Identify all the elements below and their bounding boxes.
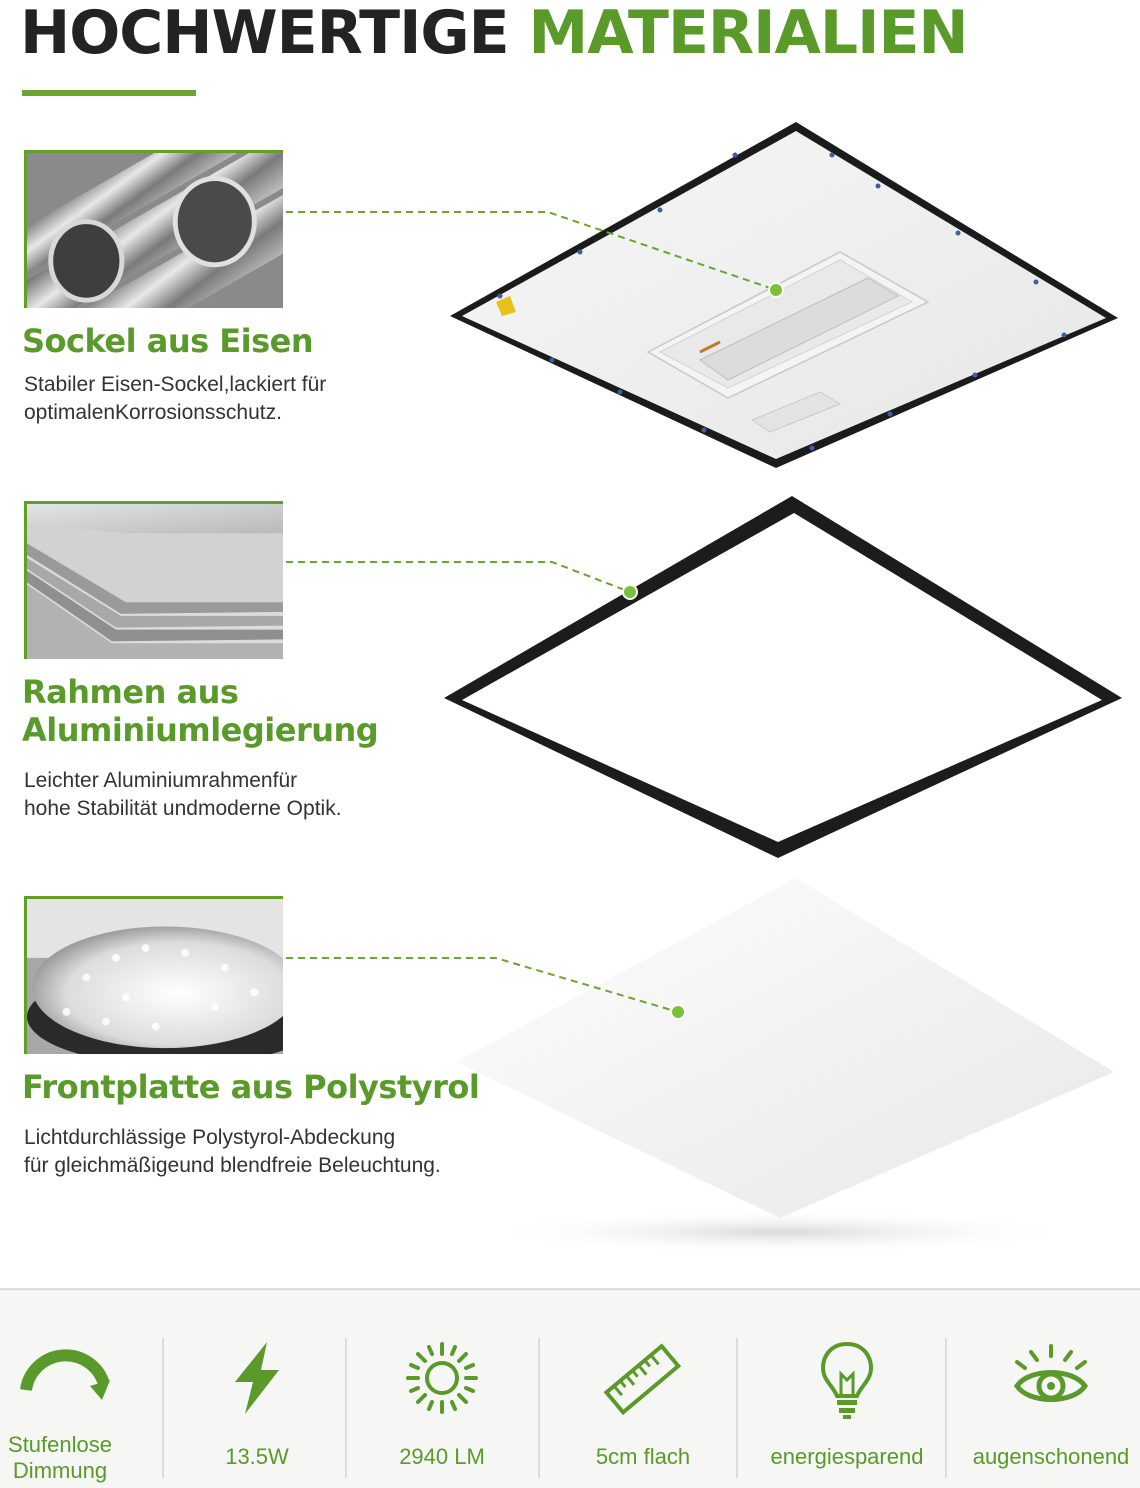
feature-divider: [0, 1288, 1140, 1291]
feature-separator: [945, 1338, 947, 1478]
polystyrene-granules-icon: [27, 899, 283, 1054]
steel-pipes-icon: [27, 153, 283, 308]
feature-lumen: 2940 LM: [380, 1340, 504, 1469]
leader-dot-1: [768, 282, 784, 298]
section-1-description: Stabiler Eisen-Sockel,lackiert für optim…: [24, 371, 326, 427]
feature-dimming-label-line-1: Stufenlose: [8, 1432, 112, 1457]
section-2-desc-line-2: hohe Stabilität undmoderne Optik.: [24, 797, 342, 820]
polystyrene-plate-layer: [456, 878, 1114, 1254]
aluminium-sheets-icon: [27, 504, 283, 659]
dimming-arc-icon: [20, 1349, 110, 1400]
feature-flat-label: 5cm flach: [595, 1444, 691, 1469]
feature-dimming-label: Stufenlose Dimmung: [0, 1432, 125, 1484]
feature-power-label: 13.5W: [225, 1444, 289, 1469]
feature-separator: [736, 1338, 738, 1478]
feature-power: 13.5W: [200, 1340, 314, 1469]
ruler-icon: [603, 1343, 682, 1416]
feature-separator: [538, 1338, 540, 1478]
feature-eye-friendly: augenschonend: [964, 1340, 1138, 1469]
section-3-desc-line-1: Lichtdurchlässige Polystyrol-Abdeckung: [24, 1126, 396, 1149]
feature-separator: [162, 1338, 164, 1478]
lightning-icon: [235, 1342, 279, 1414]
title-dark-part: HOCHWERTIGE: [20, 0, 510, 68]
feature-bar: [0, 1292, 1140, 1488]
title-green-part: MATERIALIEN: [528, 0, 969, 68]
iron-base-layer: [450, 122, 1118, 468]
bulb-icon: [820, 1341, 874, 1419]
section-2-title-line-1: Rahmen aus: [22, 673, 239, 711]
section-1-desc-line-2: optimalenKorrosionsschutz.: [24, 401, 282, 424]
feature-energy-saving: energiesparend: [762, 1340, 932, 1469]
section-1-desc-line-1: Stabiler Eisen-Sockel,lackiert für: [24, 373, 327, 396]
feature-energy-saving-label: energiesparend: [770, 1444, 924, 1469]
section-3-title: Frontplatte aus Polystyrol: [22, 1068, 480, 1106]
thumb-polystyrene-granules: [24, 896, 283, 1054]
page-title: HOCHWERTIGE MATERIALIEN: [20, 0, 969, 68]
title-underline: [22, 90, 196, 96]
section-1-title: Sockel aus Eisen: [22, 322, 314, 360]
eye-icon: [1013, 1344, 1089, 1402]
feature-dimming: Stufenlose Dimmung: [0, 1340, 130, 1483]
leader-dot-2: [622, 584, 638, 600]
feature-dimming-label-line-2: Dimmung: [12, 1458, 108, 1483]
section-3-description: Lichtdurchlässige Polystyrol-Abdeckung f…: [24, 1124, 441, 1180]
leader-dot-3: [670, 1004, 686, 1020]
section-2-title-line-2: Aluminiumlegierung: [22, 711, 379, 749]
section-2-title: Rahmen aus Aluminiumlegierung: [22, 673, 379, 749]
thumb-aluminium-sheets: [24, 501, 283, 659]
feature-eye-friendly-label: augenschonend: [972, 1444, 1130, 1469]
section-2-desc-line-1: Leichter Aluminiumrahmenfür: [24, 769, 298, 792]
thumb-steel-pipes: [24, 150, 283, 308]
feature-flat: 5cm flach: [578, 1340, 708, 1469]
section-3-desc-line-2: für gleichmäßigeund blendfreie Beleuchtu…: [24, 1154, 441, 1177]
leader-lines: [286, 211, 777, 1013]
aluminium-frame-layer: [444, 496, 1122, 858]
section-2-description: Leichter Aluminiumrahmenfür hohe Stabili…: [24, 767, 342, 823]
feature-separator: [345, 1338, 347, 1478]
sun-icon: [406, 1342, 478, 1414]
feature-lumen-label: 2940 LM: [399, 1444, 485, 1469]
